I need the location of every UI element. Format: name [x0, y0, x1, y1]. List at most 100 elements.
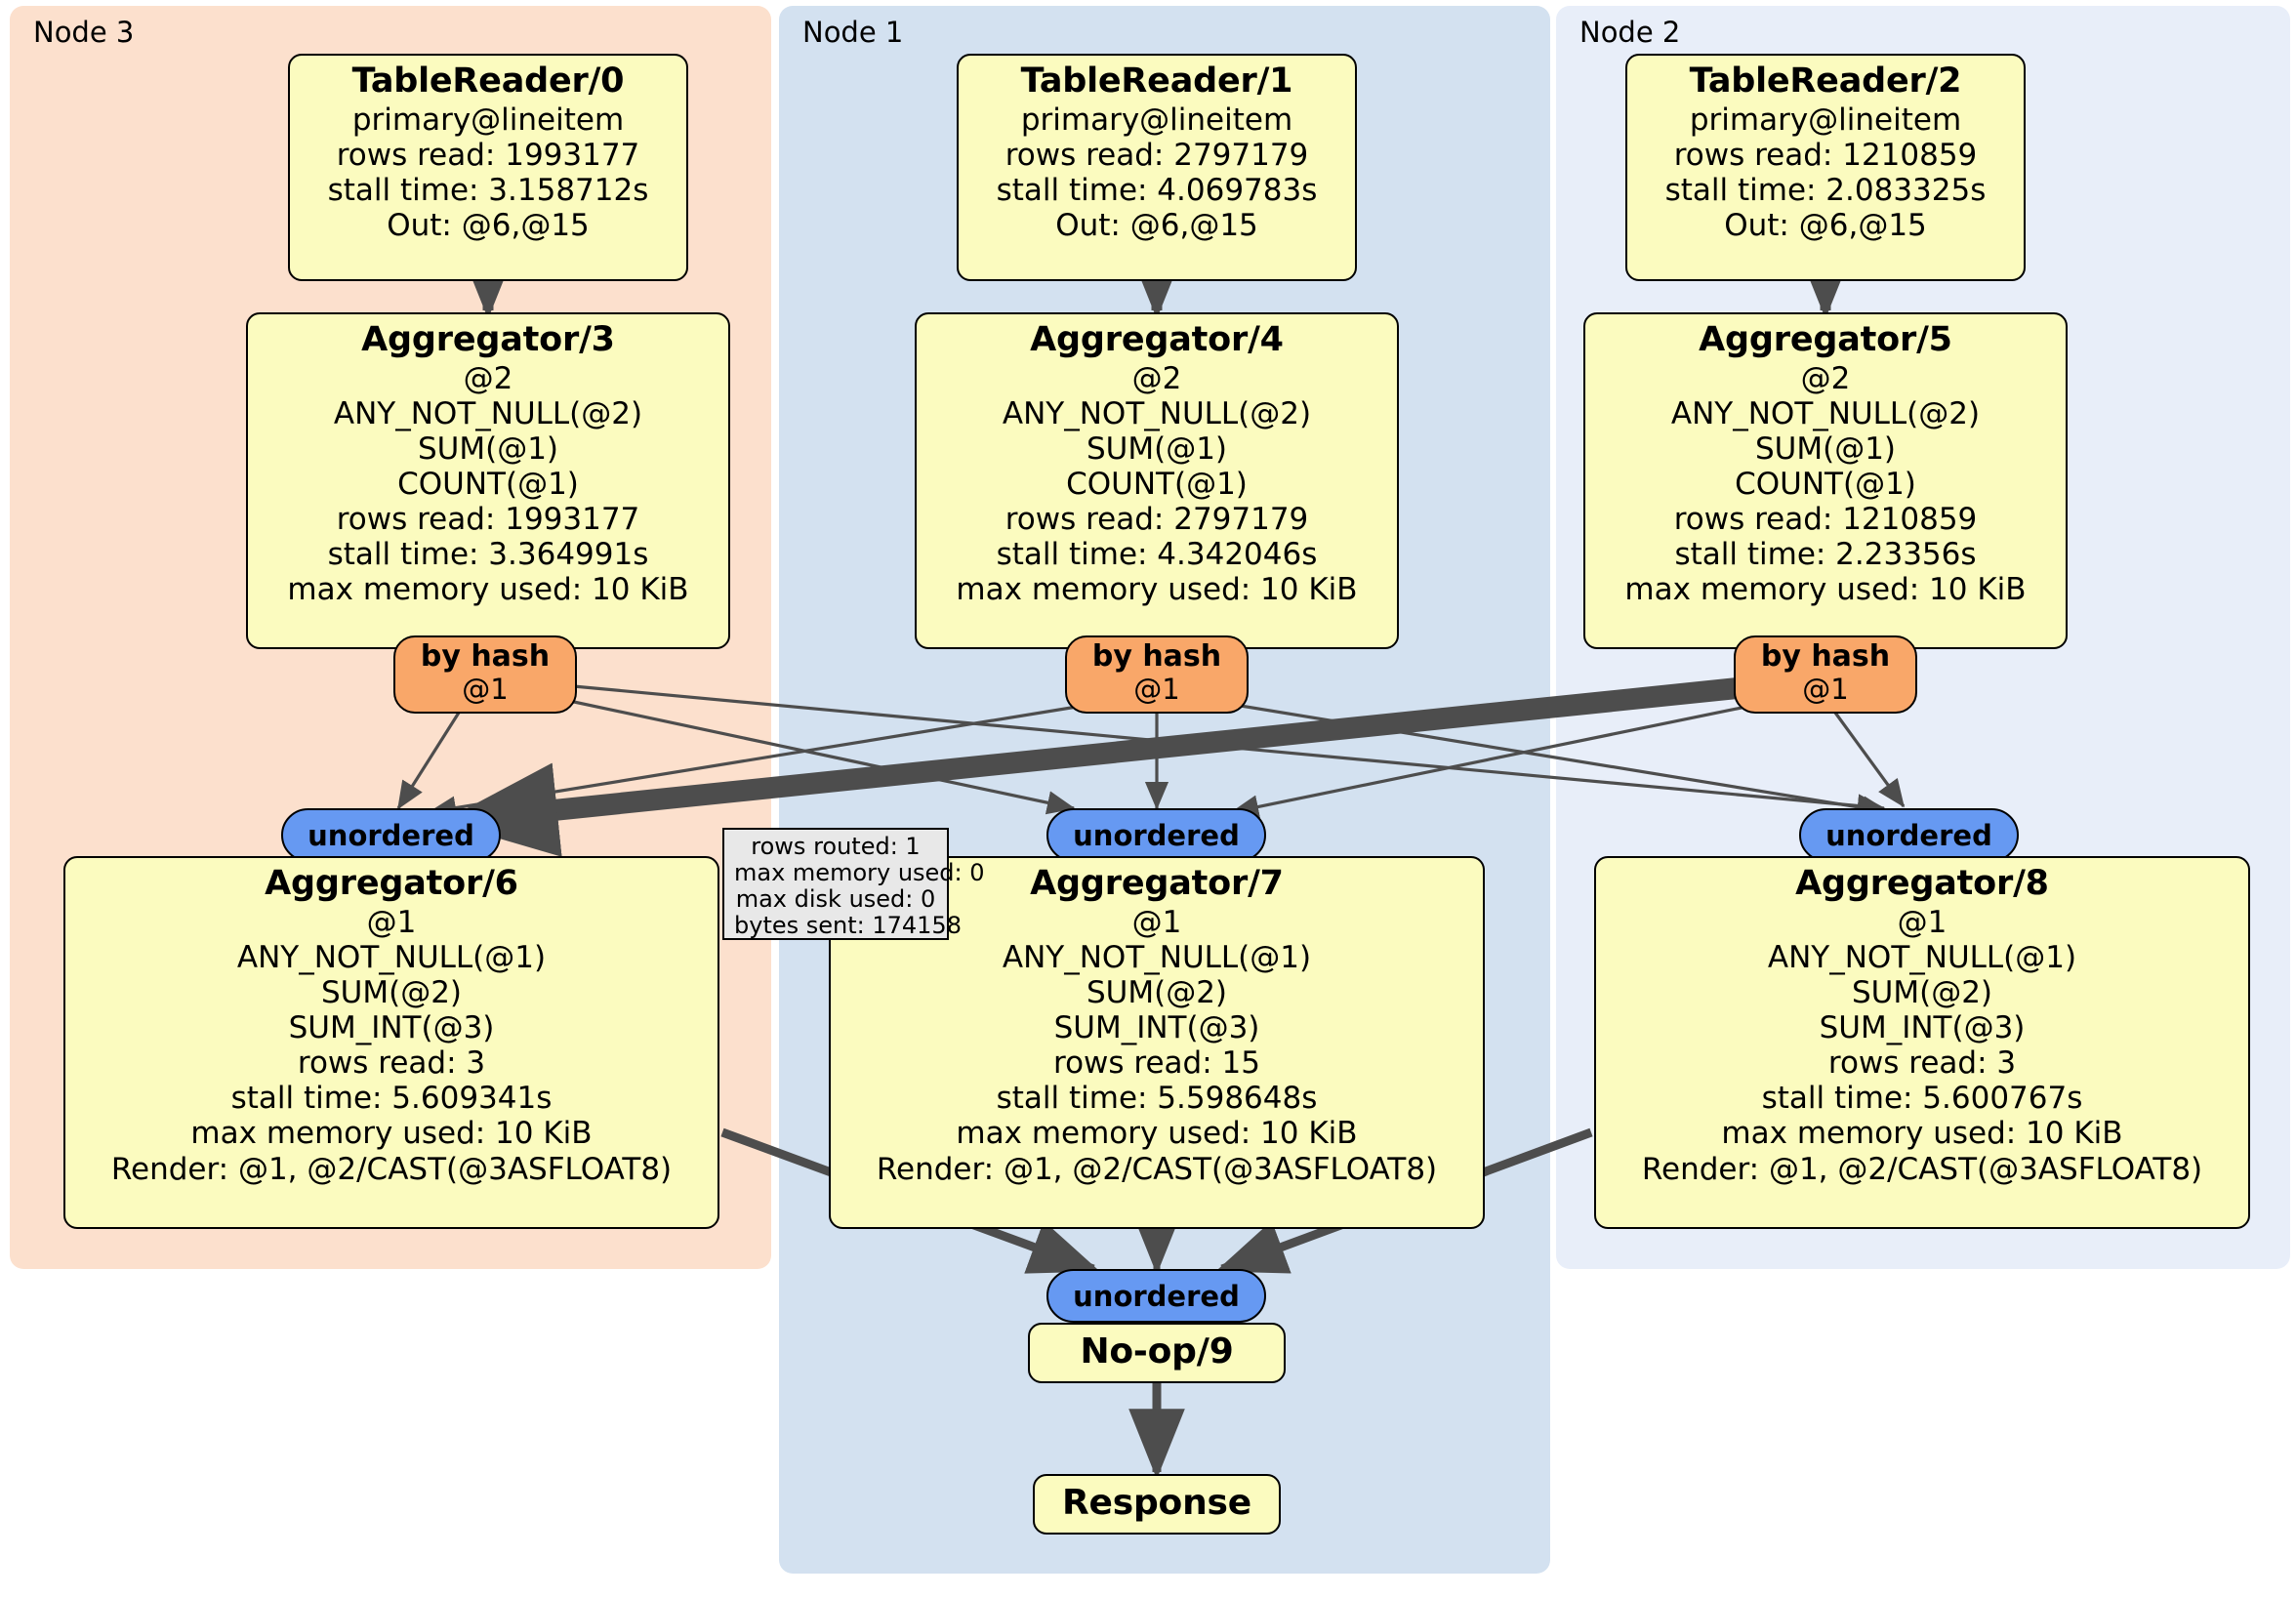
cluster-node2-label: Node 2: [1579, 16, 1681, 49]
node-out: Out: @6,@15: [387, 208, 590, 244]
stream-label: unordered: [1073, 1279, 1240, 1313]
router-label: by hash: [420, 639, 551, 674]
node-max-memory: max memory used: 10 KiB: [287, 572, 689, 608]
node-aggregator-6[interactable]: Aggregator/6 @1 ANY_NOT_NULL(@1) SUM(@2)…: [63, 856, 719, 1229]
node-tablereader-2[interactable]: TableReader/2 primary@lineitem rows read…: [1625, 54, 2026, 281]
node-func-2: SUM(@2): [1086, 974, 1228, 1010]
node-func-3: COUNT(@1): [1066, 467, 1248, 503]
node-rows-read: rows read: 2797179: [1004, 137, 1309, 173]
node-max-memory: max memory used: 10 KiB: [1721, 1116, 2123, 1152]
router-by-hash-2[interactable]: by hash @1: [1734, 635, 1917, 714]
node-group: @2: [1800, 360, 1851, 396]
node-aggregator-8[interactable]: Aggregator/8 @1 ANY_NOT_NULL(@1) SUM(@2)…: [1594, 856, 2250, 1229]
tooltip-rows-routed: rows routed: 1: [751, 833, 921, 860]
node-func-3: COUNT(@1): [397, 467, 579, 503]
node-func-3: COUNT(@1): [1735, 467, 1916, 503]
node-table: primary@lineitem: [1020, 102, 1293, 138]
node-stall-time: stall time: 5.600767s: [1761, 1081, 2083, 1117]
node-group: @2: [1131, 360, 1182, 396]
node-table: primary@lineitem: [351, 102, 625, 138]
node-group: @1: [366, 904, 417, 940]
node-group: @1: [1131, 904, 1182, 940]
router-by-hash-1[interactable]: by hash @1: [1065, 635, 1249, 714]
node-rows-read: rows read: 2797179: [1004, 502, 1309, 538]
node-rows-read: rows read: 15: [1053, 1045, 1260, 1082]
node-func-3: SUM_INT(@3): [1053, 1010, 1260, 1046]
node-table: primary@lineitem: [1689, 102, 1962, 138]
node-noop-9[interactable]: No-op/9: [1028, 1323, 1286, 1383]
router-by-hash-0[interactable]: by hash @1: [393, 635, 577, 714]
node-out: Out: @6,@15: [1055, 208, 1258, 244]
stream-unordered-final[interactable]: unordered: [1046, 1269, 1266, 1323]
router-column: @1: [462, 672, 509, 706]
node-aggregator-3[interactable]: Aggregator/3 @2 ANY_NOT_NULL(@2) SUM(@1)…: [246, 312, 730, 649]
node-stall-time: stall time: 4.069783s: [996, 172, 1318, 208]
node-max-memory: max memory used: 10 KiB: [1624, 572, 2027, 608]
stream-unordered-1[interactable]: unordered: [1046, 808, 1266, 862]
node-rows-read: rows read: 1993177: [336, 137, 640, 173]
node-rows-read: rows read: 1210859: [1673, 137, 1978, 173]
node-rows-read: rows read: 3: [1827, 1045, 2017, 1082]
node-func-3: SUM_INT(@3): [1819, 1010, 2026, 1046]
edge-stats-tooltip: rows routed: 1 max memory used: 0 max di…: [722, 828, 985, 940]
node-title: Aggregator/3: [361, 320, 615, 359]
cluster-node1-label: Node 1: [802, 16, 904, 49]
node-stall-time: stall time: 5.598648s: [996, 1081, 1318, 1117]
node-stall-time: stall time: 2.23356s: [1674, 537, 1977, 573]
node-func-1: ANY_NOT_NULL(@1): [236, 939, 547, 975]
node-func-3: SUM_INT(@3): [288, 1010, 495, 1046]
node-render: Render: @1, @2/CAST(@3ASFLOAT8): [876, 1151, 1438, 1187]
node-group: @1: [1897, 904, 1948, 940]
node-func-1: ANY_NOT_NULL(@1): [1002, 939, 1312, 975]
router-column: @1: [1133, 672, 1180, 706]
node-stall-time: stall time: 3.158712s: [327, 172, 649, 208]
node-tablereader-1[interactable]: TableReader/1 primary@lineitem rows read…: [957, 54, 1357, 281]
tooltip-max-disk-used: max disk used: 0: [735, 884, 936, 913]
node-title: TableReader/0: [351, 61, 625, 101]
tooltip-bytes-sent: bytes sent: 174158: [734, 911, 962, 939]
node-response[interactable]: Response: [1033, 1474, 1281, 1535]
node-rows-read: rows read: 1993177: [336, 502, 640, 538]
node-aggregator-4[interactable]: Aggregator/4 @2 ANY_NOT_NULL(@2) SUM(@1)…: [915, 312, 1399, 649]
node-func-1: ANY_NOT_NULL(@2): [333, 395, 643, 431]
node-func-2: SUM(@1): [1086, 430, 1228, 467]
node-func-1: ANY_NOT_NULL(@1): [1767, 939, 2077, 975]
node-render: Render: @1, @2/CAST(@3ASFLOAT8): [1641, 1151, 2203, 1187]
router-column: @1: [1802, 672, 1849, 706]
node-group: @2: [463, 360, 513, 396]
stream-unordered-2[interactable]: unordered: [1799, 808, 2019, 862]
node-out: Out: @6,@15: [1724, 208, 1927, 244]
node-render: Render: @1, @2/CAST(@3ASFLOAT8): [110, 1151, 673, 1187]
node-title: Aggregator/7: [1030, 864, 1284, 903]
node-title: No-op/9: [1080, 1331, 1234, 1372]
node-func-1: ANY_NOT_NULL(@2): [1002, 395, 1312, 431]
tooltip-max-memory-used: max memory used: 0: [734, 858, 985, 886]
node-title: Aggregator/8: [1795, 864, 2049, 903]
node-title: TableReader/1: [1020, 61, 1293, 101]
node-aggregator-7[interactable]: Aggregator/7 @1 ANY_NOT_NULL(@1) SUM(@2)…: [829, 856, 1485, 1229]
node-rows-read: rows read: 1210859: [1673, 502, 1978, 538]
node-func-2: SUM(@2): [1851, 974, 1993, 1010]
node-stall-time: stall time: 4.342046s: [996, 537, 1318, 573]
node-stall-time: stall time: 3.364991s: [327, 537, 649, 573]
node-stall-time: stall time: 2.083325s: [1664, 172, 1987, 208]
node-func-2: SUM(@2): [320, 974, 463, 1010]
stream-unordered-0[interactable]: unordered: [281, 808, 501, 862]
node-func-2: SUM(@1): [1754, 430, 1897, 467]
node-tablereader-0[interactable]: TableReader/0 primary@lineitem rows read…: [288, 54, 688, 281]
node-func-2: SUM(@1): [417, 430, 559, 467]
node-title: Aggregator/5: [1699, 320, 1952, 359]
node-title: Aggregator/4: [1030, 320, 1284, 359]
node-max-memory: max memory used: 10 KiB: [956, 1116, 1358, 1152]
cluster-node3-label: Node 3: [33, 16, 135, 49]
node-aggregator-5[interactable]: Aggregator/5 @2 ANY_NOT_NULL(@2) SUM(@1)…: [1583, 312, 2068, 649]
router-label: by hash: [1760, 639, 1891, 674]
node-rows-read: rows read: 3: [297, 1045, 486, 1082]
router-label: by hash: [1091, 639, 1222, 674]
stream-label: unordered: [1073, 818, 1240, 852]
stream-label: unordered: [308, 818, 474, 852]
node-title: Aggregator/6: [265, 864, 518, 903]
node-title: Response: [1062, 1482, 1251, 1523]
node-stall-time: stall time: 5.609341s: [230, 1081, 553, 1117]
